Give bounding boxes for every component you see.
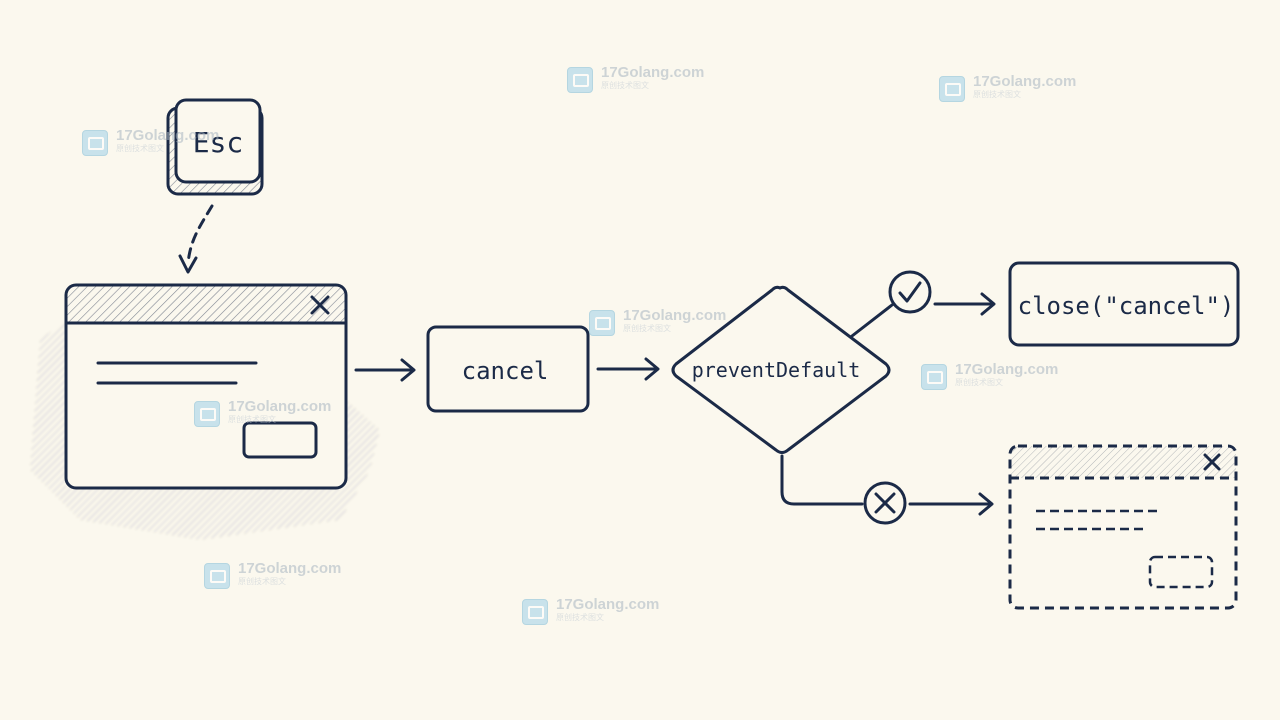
- decision-label: preventDefault: [692, 358, 861, 382]
- dialog-button: [1148, 555, 1214, 589]
- closed-dialog: [1008, 444, 1238, 610]
- yes-branch: [850, 270, 996, 338]
- x-circle-icon: [863, 481, 907, 525]
- dialog-to-cancel-arrow: [354, 358, 416, 382]
- cancel-event-node: cancel: [426, 325, 590, 413]
- esc-key-label: Esc: [193, 126, 244, 159]
- prevent-default-decision: preventDefault: [671, 285, 891, 454]
- dialog-button: [242, 421, 318, 459]
- open-dialog: [30, 283, 380, 540]
- check-circle-icon: [888, 270, 932, 314]
- close-call-label: close("cancel"): [1018, 292, 1235, 320]
- key-to-dialog-arrow: [178, 204, 214, 274]
- cancel-to-decision-arrow: [596, 357, 660, 381]
- close-call-node: close("cancel"): [1008, 261, 1240, 347]
- keyboard-key-icon: Esc: [166, 98, 264, 196]
- close-icon: [310, 295, 330, 315]
- close-icon: [1203, 453, 1221, 471]
- cancel-event-label: cancel: [462, 357, 549, 385]
- no-branch: [780, 454, 994, 525]
